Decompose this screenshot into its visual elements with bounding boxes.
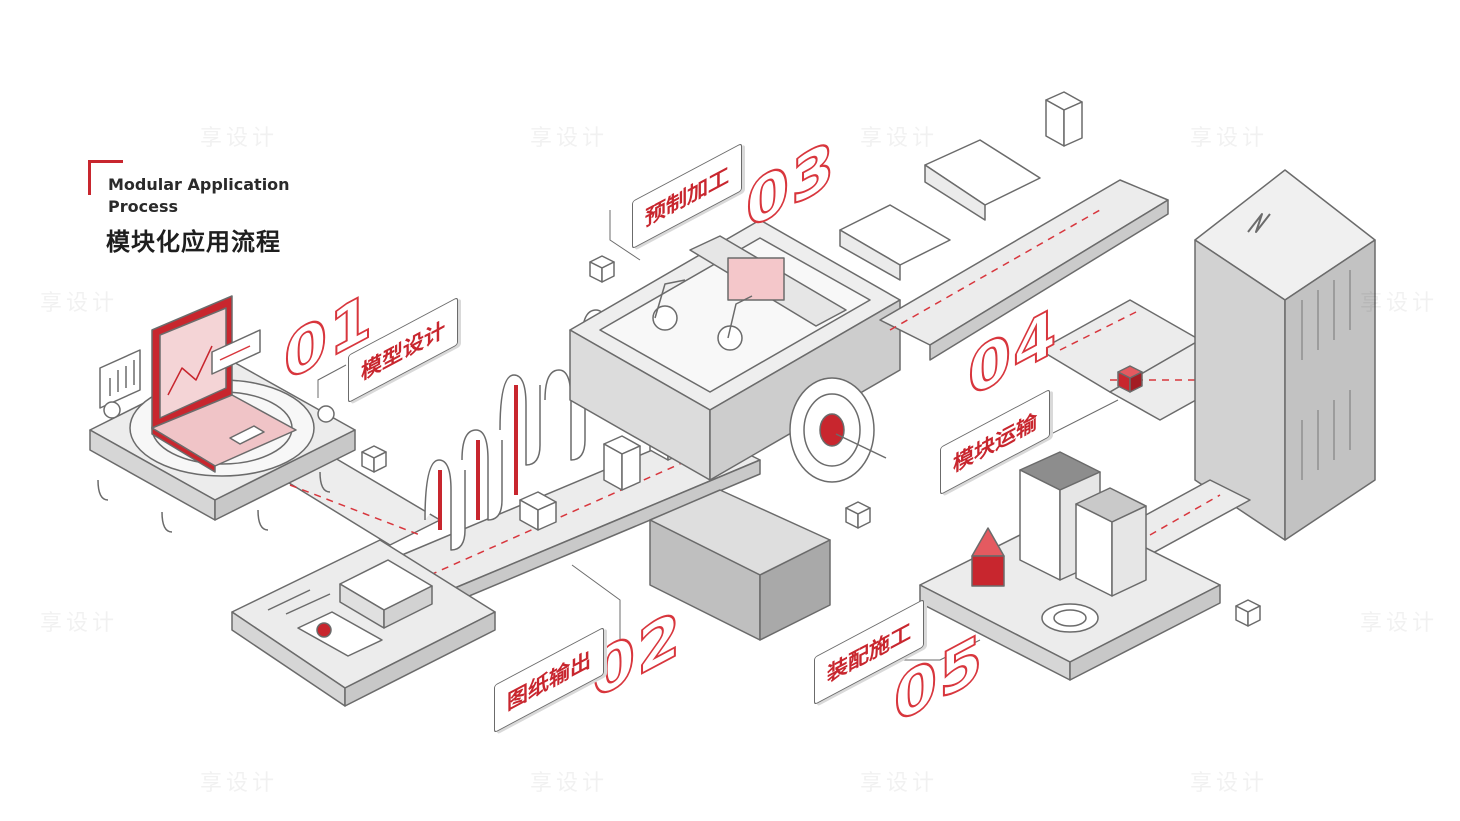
title-corner-mark (88, 160, 123, 195)
red-pavilion-icon (971, 527, 1005, 587)
target-icon (789, 377, 887, 483)
platform-03 (569, 219, 901, 641)
report-sheet-icon (297, 611, 383, 657)
paper-stack-icon (339, 559, 433, 629)
building-icon (1019, 451, 1147, 597)
watermark-text: 享设计 (530, 771, 609, 796)
watermark-text: 享设计 (860, 126, 939, 151)
title-chinese: 模块化应用流程 (106, 228, 281, 256)
robot-arm-icon (652, 257, 785, 351)
platform-01 (89, 295, 356, 533)
laptop-icon (151, 295, 297, 473)
power-tower (1194, 169, 1376, 541)
watermark-text: 享设计 (1190, 771, 1269, 796)
watermark-text: 享设计 (530, 126, 609, 151)
red-module-icon (1117, 365, 1143, 393)
chart-card-icon (99, 349, 141, 409)
fountain-icon (1041, 603, 1099, 633)
watermark-text: 享设计 (200, 771, 279, 796)
watermark-text: 享设计 (40, 291, 119, 316)
title-english: Modular Application Process (108, 175, 290, 216)
floating-modules (361, 255, 1261, 627)
watermark-text: 享设计 (200, 126, 279, 151)
watermark-text: 享设计 (1360, 291, 1439, 316)
message-card-icon (211, 329, 261, 375)
watermark-text: 享设计 (40, 611, 119, 636)
module-stack-upper (1045, 91, 1083, 147)
platform-05 (919, 451, 1221, 681)
bridge-03-04 (839, 91, 1169, 361)
platform-02 (231, 539, 496, 707)
pencil-ruler-icon (267, 589, 331, 615)
watermark-text: 享设计 (860, 771, 939, 796)
warehouse-icon (839, 139, 1041, 281)
watermark-text: 享设计 (1360, 611, 1439, 636)
watermark-text: 享设计 (1190, 126, 1269, 151)
